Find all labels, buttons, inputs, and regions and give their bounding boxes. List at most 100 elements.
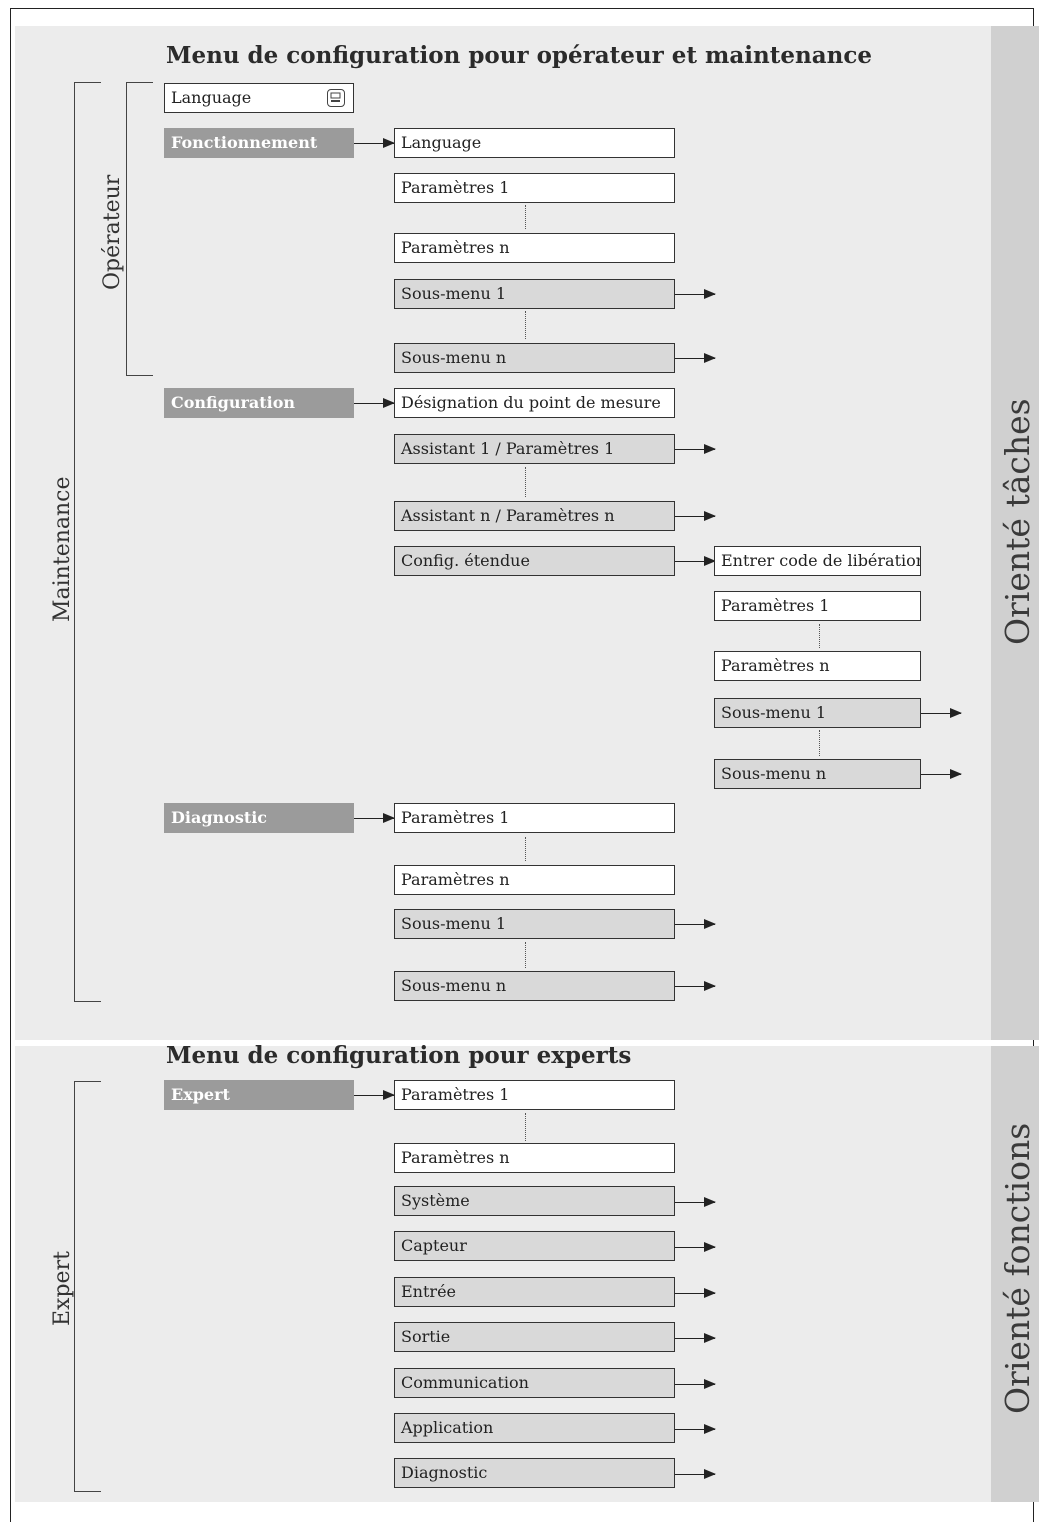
arrow (675, 511, 716, 521)
diagnostic-menu[interactable]: Diagnostic (164, 803, 354, 833)
task-oriented-sidebar (991, 26, 1039, 1040)
config-etendue-submenu[interactable]: Config. étendue (394, 546, 675, 576)
arrow (675, 444, 716, 454)
ellipsis-dots (525, 942, 528, 968)
item-label: Application (401, 1418, 494, 1437)
operator-label: Opérateur (100, 174, 125, 290)
arrow (675, 1242, 716, 1252)
language-box-label: Language (171, 88, 252, 107)
expert-bracket-label: Expert (50, 1251, 75, 1326)
arrow (921, 708, 962, 718)
arrow (354, 1090, 395, 1100)
expert-item[interactable]: Paramètres n (394, 1143, 675, 1173)
extended-submenu[interactable]: Sous-menu 1 (714, 698, 921, 728)
item-label: Diagnostic (401, 1463, 488, 1482)
item-label: Paramètres n (401, 238, 510, 257)
fonctionnement-menu[interactable]: Fonctionnement (164, 128, 354, 158)
expert-menu[interactable]: Expert (164, 1080, 354, 1110)
arrow (675, 289, 716, 299)
expert-submenu-application[interactable]: Application (394, 1413, 675, 1443)
item-label: Paramètres 1 (401, 178, 510, 197)
function-oriented-label: Orienté fonctions (998, 1122, 1037, 1414)
fonctionnement-item[interactable]: Paramètres n (394, 233, 675, 263)
ellipsis-dots (819, 624, 822, 648)
diagnostic-submenu[interactable]: Sous-menu n (394, 971, 675, 1001)
extended-item[interactable]: Paramètres 1 (714, 591, 921, 621)
extended-item[interactable]: Entrer code de libération (714, 546, 921, 576)
display-module-icon (327, 89, 345, 107)
arrow (675, 353, 716, 363)
item-label: Sous-menu 1 (721, 703, 827, 722)
item-label: Sous-menu n (401, 976, 507, 995)
expert-submenu-sortie[interactable]: Sortie (394, 1322, 675, 1352)
function-oriented-sidebar (991, 1046, 1039, 1502)
arrow (675, 981, 716, 991)
ellipsis-dots (819, 730, 822, 756)
expert-submenu-entree[interactable]: Entrée (394, 1277, 675, 1307)
item-label: Sortie (401, 1327, 451, 1346)
extended-submenu[interactable]: Sous-menu n (714, 759, 921, 789)
expert-bracket (74, 1081, 101, 1492)
arrow (354, 398, 395, 408)
item-label: Assistant 1 / Paramètres 1 (401, 439, 615, 458)
expert-item[interactable]: Paramètres 1 (394, 1080, 675, 1110)
expert-label: Expert (171, 1085, 230, 1104)
item-label: Sous-menu 1 (401, 914, 507, 933)
maintenance-bracket (74, 82, 101, 1002)
configuration-menu[interactable]: Configuration (164, 388, 354, 418)
item-label: Entrer code de libération (721, 551, 921, 570)
expert-submenu-communication[interactable]: Communication (394, 1368, 675, 1398)
arrow (675, 1333, 716, 1343)
diagnostic-item[interactable]: Paramètres n (394, 865, 675, 895)
item-label: Config. étendue (401, 551, 530, 570)
expert-submenu-systeme[interactable]: Système (394, 1186, 675, 1216)
maintenance-label: Maintenance (50, 476, 75, 622)
item-label: Assistant n / Paramètres n (401, 506, 615, 525)
arrow (675, 1288, 716, 1298)
item-label: Paramètres n (721, 656, 830, 675)
fonctionnement-submenu[interactable]: Sous-menu n (394, 343, 675, 373)
fonctionnement-item[interactable]: Paramètres 1 (394, 173, 675, 203)
item-label: Communication (401, 1373, 529, 1392)
item-label: Entrée (401, 1282, 456, 1301)
extended-item[interactable]: Paramètres n (714, 651, 921, 681)
arrow (675, 1424, 716, 1434)
fonctionnement-item[interactable]: Language (394, 128, 675, 158)
configuration-item[interactable]: Assistant 1 / Paramètres 1 (394, 434, 675, 464)
language-box[interactable]: Language (164, 83, 354, 113)
item-label: Désignation du point de mesure (401, 393, 661, 412)
item-label: Capteur (401, 1236, 467, 1255)
diagnostic-submenu[interactable]: Sous-menu 1 (394, 909, 675, 939)
arrow (354, 138, 395, 148)
operator-bracket (126, 82, 153, 376)
ellipsis-dots (525, 311, 528, 339)
expert-section-title: Menu de configuration pour experts (166, 1042, 632, 1069)
item-label: Language (401, 133, 482, 152)
arrow (354, 813, 395, 823)
ellipsis-dots (525, 467, 528, 497)
arrow (675, 556, 716, 566)
ellipsis-dots (525, 837, 528, 861)
arrow (675, 1379, 716, 1389)
expert-submenu-diagnostic[interactable]: Diagnostic (394, 1458, 675, 1488)
configuration-item[interactable]: Désignation du point de mesure (394, 388, 675, 418)
item-label: Paramètres 1 (401, 1085, 510, 1104)
expert-submenu-capteur[interactable]: Capteur (394, 1231, 675, 1261)
configuration-label: Configuration (171, 393, 296, 412)
ellipsis-dots (525, 205, 528, 229)
item-label: Paramètres 1 (401, 808, 510, 827)
item-label: Sous-menu n (721, 764, 827, 783)
diagnostic-item[interactable]: Paramètres 1 (394, 803, 675, 833)
item-label: Sous-menu n (401, 348, 507, 367)
diagnostic-label: Diagnostic (171, 808, 268, 827)
fonctionnement-label: Fonctionnement (171, 133, 318, 152)
item-label: Sous-menu 1 (401, 284, 507, 303)
operator-section-title: Menu de configuration pour opérateur et … (166, 42, 872, 69)
item-label: Paramètres n (401, 870, 510, 889)
task-oriented-label: Orienté tâches (998, 398, 1037, 645)
arrow (675, 1197, 716, 1207)
item-label: Paramètres n (401, 1148, 510, 1167)
fonctionnement-submenu[interactable]: Sous-menu 1 (394, 279, 675, 309)
configuration-item[interactable]: Assistant n / Paramètres n (394, 501, 675, 531)
item-label: Système (401, 1191, 470, 1210)
